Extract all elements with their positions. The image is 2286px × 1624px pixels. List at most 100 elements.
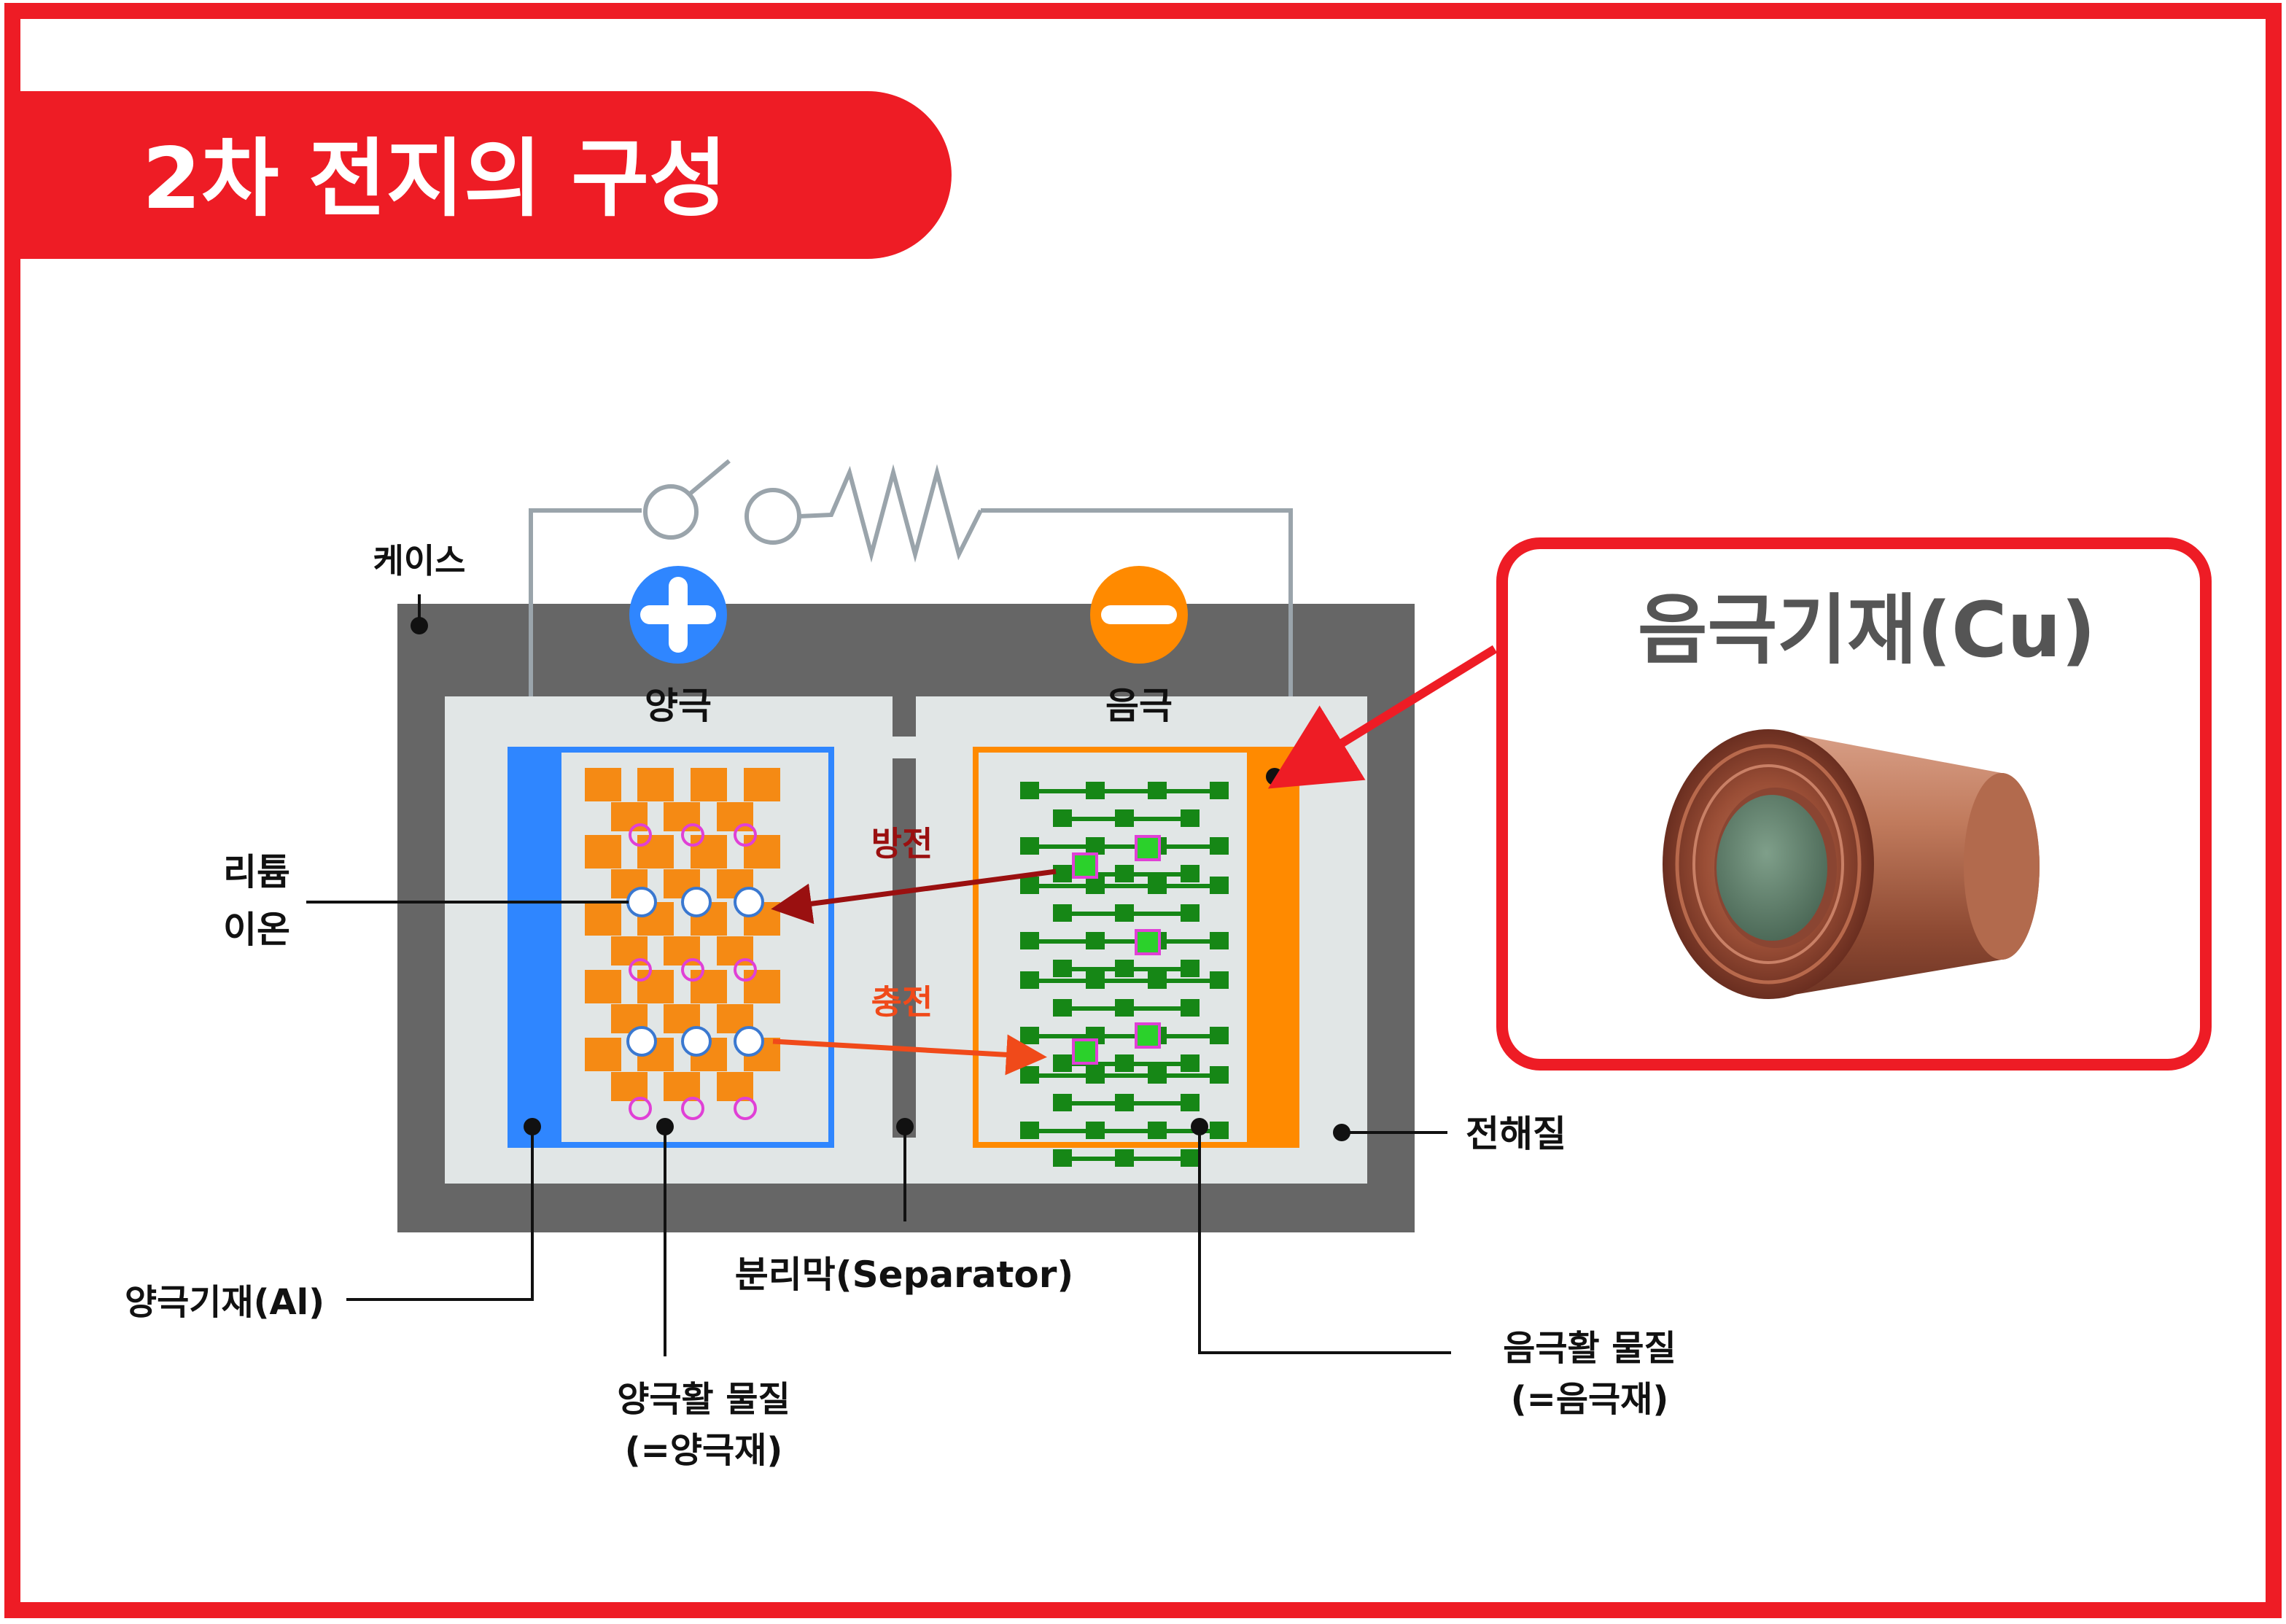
page-title: 2차 전지의 구성 [142,130,727,228]
transition-ion [734,823,757,847]
graphite-node [1086,1066,1105,1084]
graphite-node [1020,971,1039,989]
title-banner: 2차 전지의 구성 [20,91,952,259]
graphite-node [1086,837,1105,855]
graphite-node [1086,782,1105,799]
cathode [508,747,834,1148]
anode-active-material [1020,782,1229,1167]
negative-terminal: 음극 [1090,566,1188,727]
cathode-lattice-block [664,802,700,831]
graphite-node [1115,904,1134,922]
lithium-ion [681,887,712,917]
graphite-node [1115,1149,1134,1167]
cathode-lattice-block [691,970,727,1003]
minus-icon [1101,605,1177,624]
transition-ion [681,958,704,982]
page-frame [4,3,2282,1618]
anode-substrate-callout: 음극기재(Cu) [1267,537,2212,1071]
separator-label: 분리막(Separator) [735,1254,1073,1296]
lithium-ion [681,1026,712,1057]
callout-arrow [1267,645,1498,789]
callout-title: 음극기재(Cu) [1638,586,2096,675]
cathode-lattice-block [585,768,621,801]
transition-ion [734,958,757,982]
graphite-node [1181,999,1200,1017]
graphite-node [1210,837,1229,855]
cathode-lattice-block [744,768,780,801]
intercalated-lithium [1135,835,1161,861]
graphite-node [1053,1054,1072,1072]
transition-ion [629,823,652,847]
graphite-node [1020,837,1039,855]
lithium-ion-label-2: 이온 [223,909,290,951]
cathode-lattice-block [585,902,621,936]
anode-substrate [1247,750,1296,1145]
cathode-lattice-block [691,835,727,869]
graphite-node [1115,1094,1134,1111]
cathode-lattice-block [691,768,727,801]
graphite-node [1210,1122,1229,1139]
cathode-active-label-2: (=양극재) [625,1430,783,1471]
graphite-node [1210,932,1229,949]
graphite-node [1020,1027,1039,1044]
cathode-substrate [510,750,561,1145]
cathode-substrate-leader [346,1127,534,1301]
lithium-ion-label-1: 리튬 [223,851,290,893]
graphite-node [1086,932,1105,949]
cathode-lattice-block [637,970,674,1003]
electrolyte-label: 전해질 [1466,1113,1566,1155]
cathode-lattice-block [585,1038,621,1071]
cathode-active-material [585,768,780,1120]
transition-ion [681,1097,704,1120]
graphite-node [1115,865,1134,882]
anode-active-label-1: 음극활 물질 [1503,1328,1676,1369]
cathode-lattice-block [717,802,753,831]
graphite-node [1053,999,1072,1017]
graphite-node [1181,1054,1200,1072]
graphite-node [1210,782,1229,799]
graphite-node [1181,865,1200,882]
positive-terminal: 양극 [629,566,727,727]
switch-contact-1 [643,484,699,540]
graphite-node [1020,1066,1039,1084]
anode-active-label-2: (=음극재) [1511,1379,1669,1420]
graphite-node [1148,877,1167,894]
cathode-active-label-1: 양극활 물질 [617,1379,790,1420]
cathode-lattice-block [717,1072,753,1101]
cathode-lattice-block [637,835,674,869]
cathode-lattice-block [744,835,780,869]
graphite-node [1210,971,1229,989]
charge-label: 충전 [871,982,933,1022]
graphite-node [1053,960,1072,977]
external-circuit [529,459,1293,696]
graphite-node [1210,877,1229,894]
transition-ion [681,823,704,847]
graphite-node [1181,960,1200,977]
graphite-node [1053,1149,1072,1167]
discharge-label: 방전 [871,824,933,863]
graphite-node [1115,809,1134,827]
graphite-node [1020,877,1039,894]
graphite-node [1115,999,1134,1017]
graphite-node [1086,971,1105,989]
switch-contact-2 [744,488,801,545]
discharge-flow: 방전 [771,824,1057,925]
lithium-ion [734,1026,764,1057]
copper-foil-roll-image [1663,729,2040,999]
anode-active-leader [1198,1127,1451,1354]
cathode-lattice-block [611,1072,648,1101]
graphite-node [1053,809,1072,827]
leader-lines [306,594,1451,1356]
separator [893,621,916,1138]
intercalated-lithium [1135,1022,1161,1049]
graphite-node [1020,932,1039,949]
intercalated-lithium [1072,1038,1098,1065]
cathode-lattice-block [611,802,648,831]
graphite-node [1115,960,1134,977]
graphite-node [1210,1027,1229,1044]
graphite-node [1020,782,1039,799]
lithium-ion [626,1026,657,1057]
graphite-node [1086,1122,1105,1139]
anode [973,747,1299,1167]
graphite-node [1148,1122,1167,1139]
